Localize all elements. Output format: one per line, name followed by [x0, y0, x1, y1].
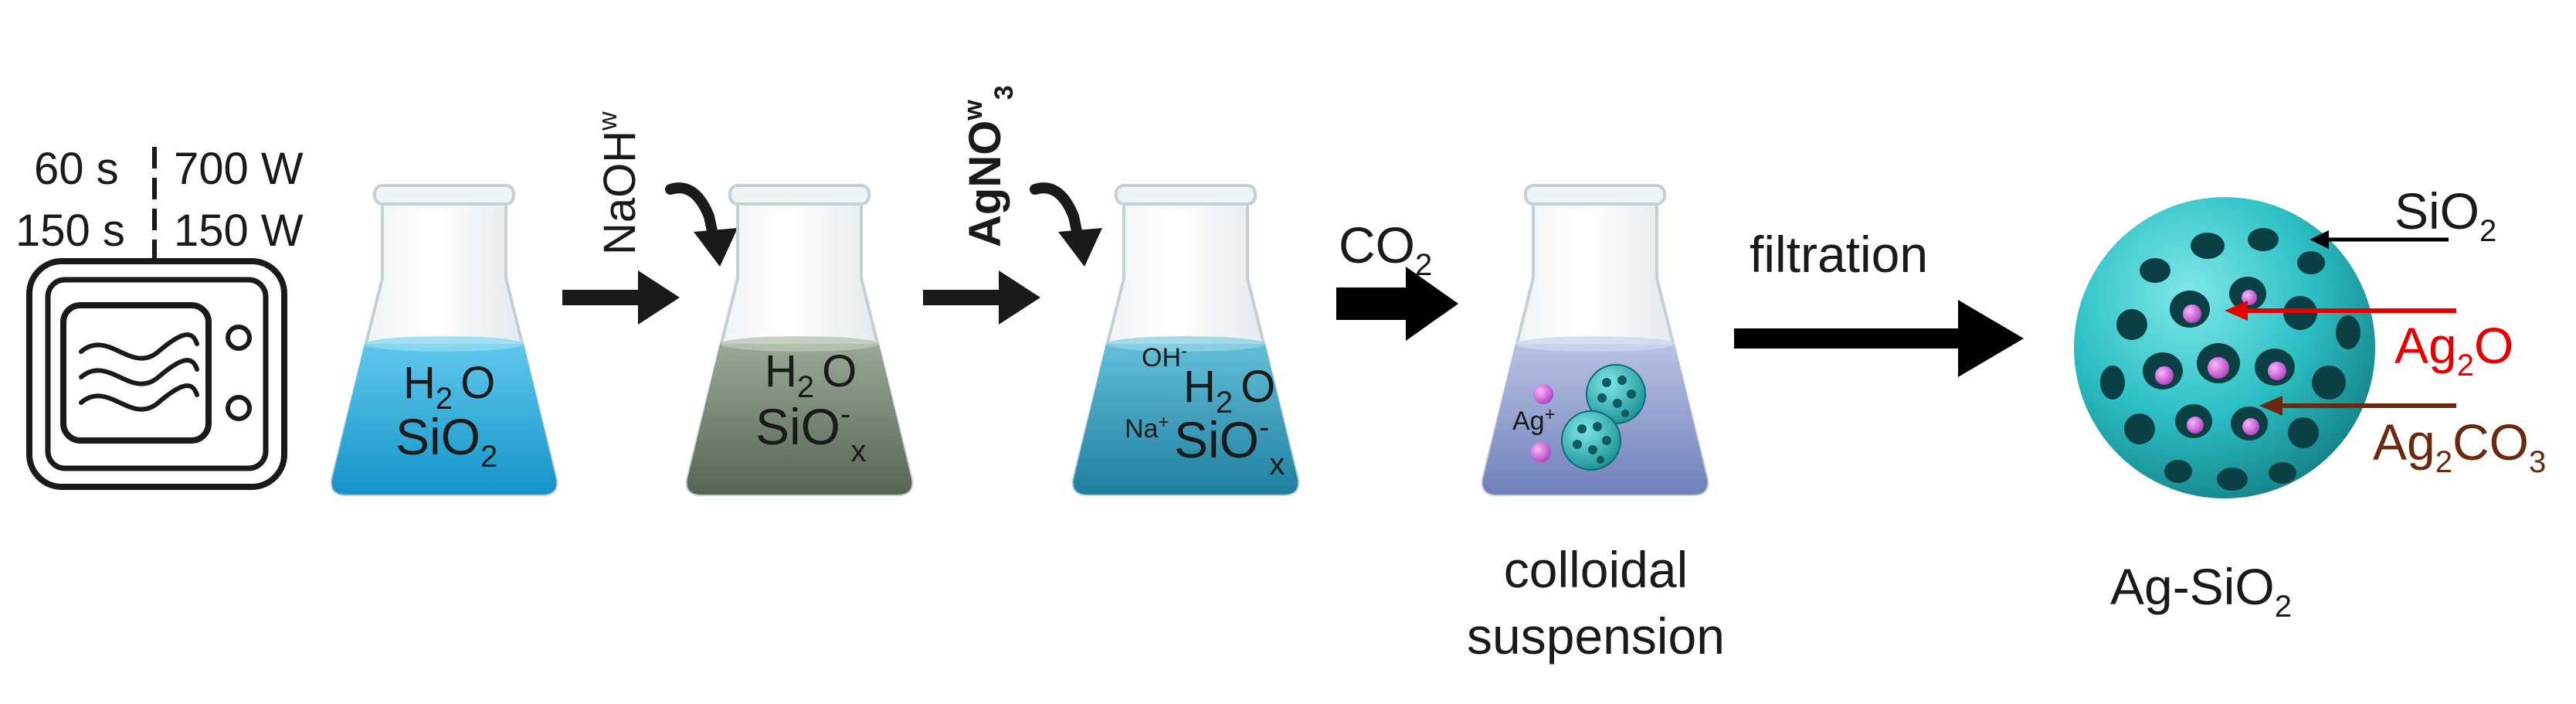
- ag-sio2-sphere-icon: [2074, 197, 2375, 498]
- reagent-agno3-label: AgNOw3: [959, 85, 1019, 247]
- reagent-naoh-label: NaOHw: [593, 111, 645, 255]
- microwave-power-2: 150 W: [174, 206, 304, 256]
- arrow-step-1: [562, 270, 680, 325]
- flask-4-silver-label: Ag+: [1512, 404, 1556, 436]
- filtration-label: filtration: [1750, 226, 1928, 283]
- flask-3-species-label: SiO-x: [1174, 410, 1285, 481]
- flask-3-hydroxide-label: OH-: [1142, 341, 1187, 372]
- microwave-time-1: 60 s: [34, 144, 119, 194]
- curved-arrow-2-icon: [1030, 182, 1102, 267]
- callout-silica-arrow: [2310, 230, 2449, 249]
- microwave-icon: [26, 147, 287, 490]
- callout-carbonate-label: Ag2CO3: [2373, 413, 2546, 479]
- arrow-step-2: [923, 270, 1040, 325]
- arrow-step-3: [1336, 267, 1458, 341]
- flask-1: [330, 184, 558, 496]
- flask-3: [1071, 184, 1300, 496]
- callout-silica-label: SiO2: [2394, 182, 2496, 248]
- reagent-co2-label: CO2: [1339, 216, 1432, 282]
- flask-1-species-label: SiO2: [395, 408, 497, 474]
- flask-3-sodium-label: Na+: [1125, 412, 1169, 444]
- microwave-time-2: 150 s: [15, 206, 125, 256]
- flask-4-caption-line-1: colloidal: [1504, 541, 1688, 598]
- flask-4-caption-line-2: suspension: [1467, 607, 1725, 665]
- flask-2: [685, 184, 914, 496]
- curved-arrow-1-icon: [665, 182, 738, 267]
- callout-oxide-label: Ag2O: [2394, 317, 2513, 383]
- product-label: Ag-SiO2: [2110, 558, 2292, 624]
- flask-2-species-label: SiO-x: [755, 397, 866, 468]
- arrow-step-4: [1734, 300, 2024, 377]
- callout-oxide-arrow: [2225, 301, 2456, 321]
- microwave-power-1: 700 W: [174, 144, 304, 194]
- colloid-particles-icon: [1531, 364, 1646, 471]
- callout-carbonate-arrow: [2259, 396, 2456, 416]
